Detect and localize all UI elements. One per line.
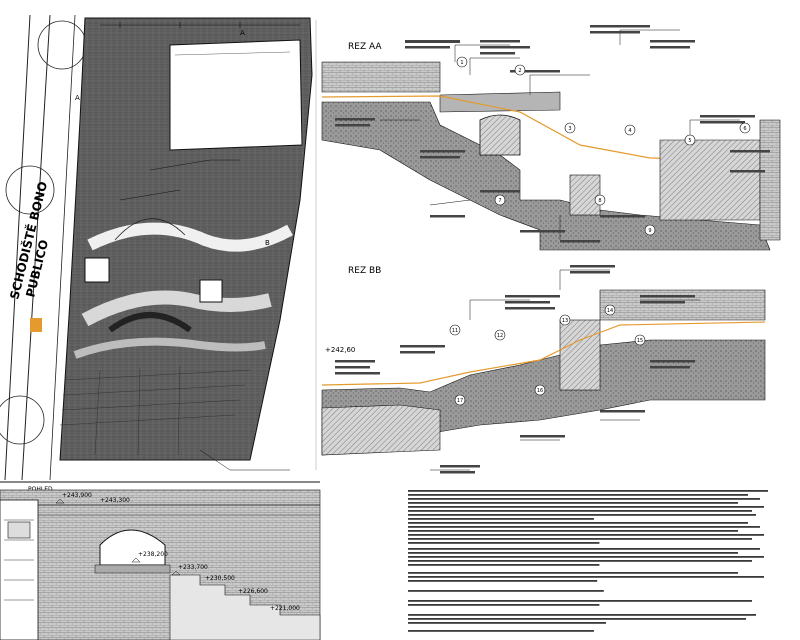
- arch-gate: [99, 529, 166, 566]
- planter: [199, 279, 223, 303]
- callout-number: 14: [607, 308, 613, 314]
- tree-symbol: [37, 20, 87, 70]
- notes-text-line: [408, 518, 594, 520]
- building-footprint: [169, 39, 303, 151]
- notes-text-line: [408, 618, 746, 620]
- orange-marker: [30, 318, 42, 332]
- notes-text-line: [408, 514, 756, 516]
- section-title: REZ BB: [348, 266, 381, 276]
- section-mark: A: [240, 29, 245, 37]
- section-mark: A: [75, 94, 80, 102]
- planter: [84, 257, 110, 283]
- notes-text-line: [408, 622, 606, 624]
- notes-text-line: [408, 576, 764, 578]
- callout-number: 2: [518, 68, 521, 74]
- site-plan: A A B SCHODIŠTĚ BONO PUBLICO: [0, 14, 313, 481]
- notes-text-line: [408, 502, 738, 504]
- notes-text-line: [408, 552, 738, 554]
- callout-number: 6: [743, 126, 746, 132]
- notes-text-line: [408, 614, 756, 616]
- callout-number: 13: [562, 318, 568, 324]
- notes-text-line: [408, 510, 752, 512]
- notes-text-line: [408, 590, 604, 592]
- callout-number: 8: [598, 198, 601, 204]
- callout-number: 16: [537, 388, 543, 394]
- notes-text-line: [408, 530, 738, 532]
- notes-text-line: [408, 580, 598, 582]
- notes-text-line: [408, 600, 752, 602]
- section-bb: REZ BB +242,60: [321, 265, 766, 474]
- callout-number: 11: [452, 328, 458, 334]
- notes-text-line: [408, 560, 752, 562]
- level-mark: +230,500: [205, 575, 235, 582]
- notes-text-line: [408, 538, 752, 540]
- callout-number: 15: [637, 338, 643, 344]
- section-mark: B: [265, 239, 270, 247]
- callout-number: 3: [568, 126, 571, 132]
- callout-number: 4: [628, 128, 631, 134]
- notes-text-line: [408, 526, 760, 528]
- notes-text-line: [408, 548, 760, 550]
- elevation-label: POHLED: [28, 486, 53, 493]
- general-notes: [408, 490, 768, 632]
- section-title: REZ AA: [348, 42, 382, 52]
- level-mark: +242,60: [325, 346, 355, 354]
- notes-text-line: [408, 564, 600, 566]
- callout-number: 12: [497, 333, 503, 339]
- notes-text-line: [408, 522, 748, 524]
- level-mark: +221,000: [270, 605, 300, 612]
- level-mark: +243,300: [100, 497, 130, 504]
- callout-number: 1: [460, 60, 463, 66]
- notes-text-line: [408, 498, 760, 500]
- notes-text-line: [408, 542, 600, 544]
- notes-text-line: [408, 490, 768, 492]
- section-aa: REZ AA: [321, 25, 781, 251]
- notes-text-line: [408, 556, 764, 558]
- level-mark: +226,600: [238, 588, 268, 595]
- tree-symbol: [5, 165, 55, 215]
- level-mark: +233,700: [178, 564, 208, 571]
- callout-number: 5: [688, 138, 691, 144]
- notes-text-line: [408, 534, 764, 536]
- notes-text-line: [408, 494, 748, 496]
- level-mark: +238,200: [138, 551, 168, 558]
- notes-text-line: [408, 604, 600, 606]
- callout-number: 7: [498, 198, 501, 204]
- callout-number: 9: [648, 228, 651, 234]
- notes-text-line: [408, 572, 738, 574]
- level-mark: +243,900: [62, 492, 92, 499]
- callout-number: 17: [457, 398, 463, 404]
- notes-text-line: [408, 506, 764, 508]
- elevation: POHLED +243,900 +243,300 +238,200 +233,7…: [0, 486, 321, 640]
- notes-text-line: [408, 630, 594, 632]
- tree-symbol: [0, 395, 45, 445]
